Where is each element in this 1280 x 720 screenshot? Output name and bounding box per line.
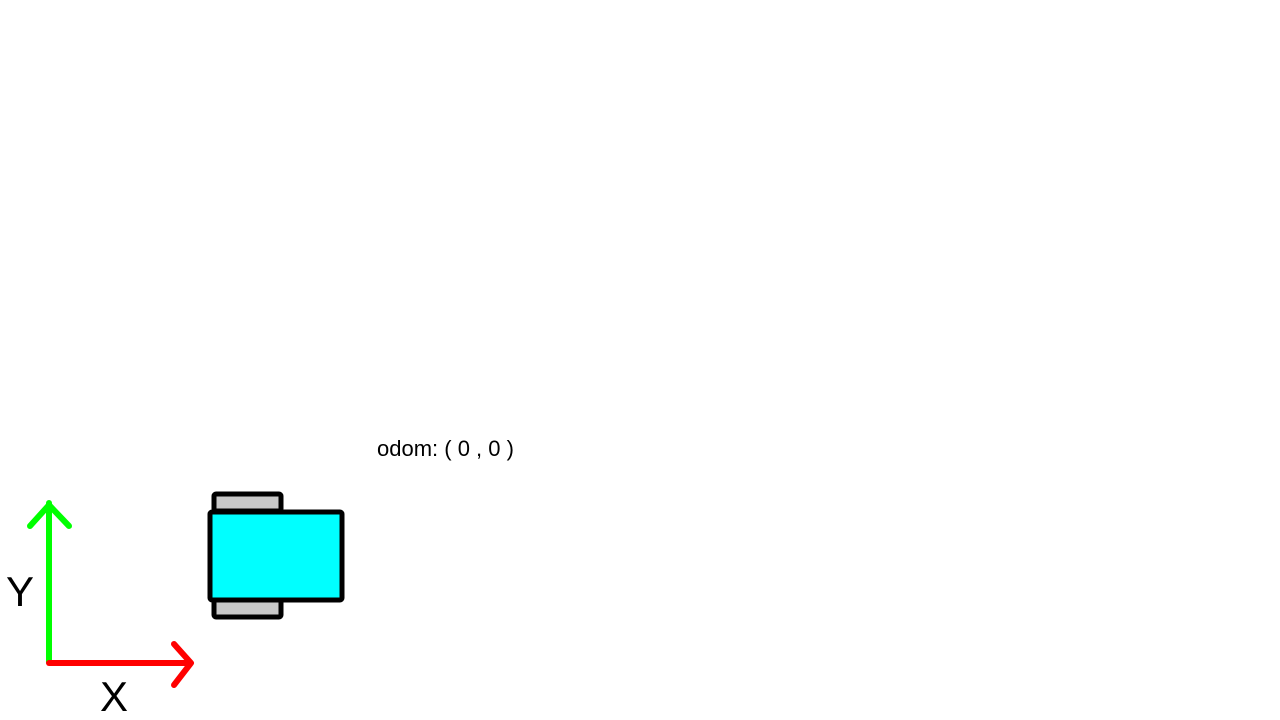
x-axis-arrow [46,641,194,688]
robot-body [207,509,345,603]
y-axis-arrow [27,500,72,665]
x-axis-label: X [100,673,129,720]
odom-readout: odom: ( 0 , 0 ) [377,436,514,461]
top-wheel [211,491,284,514]
robot [207,491,345,620]
y-axis-label: Y [6,568,35,615]
bottom-wheel [211,597,284,620]
